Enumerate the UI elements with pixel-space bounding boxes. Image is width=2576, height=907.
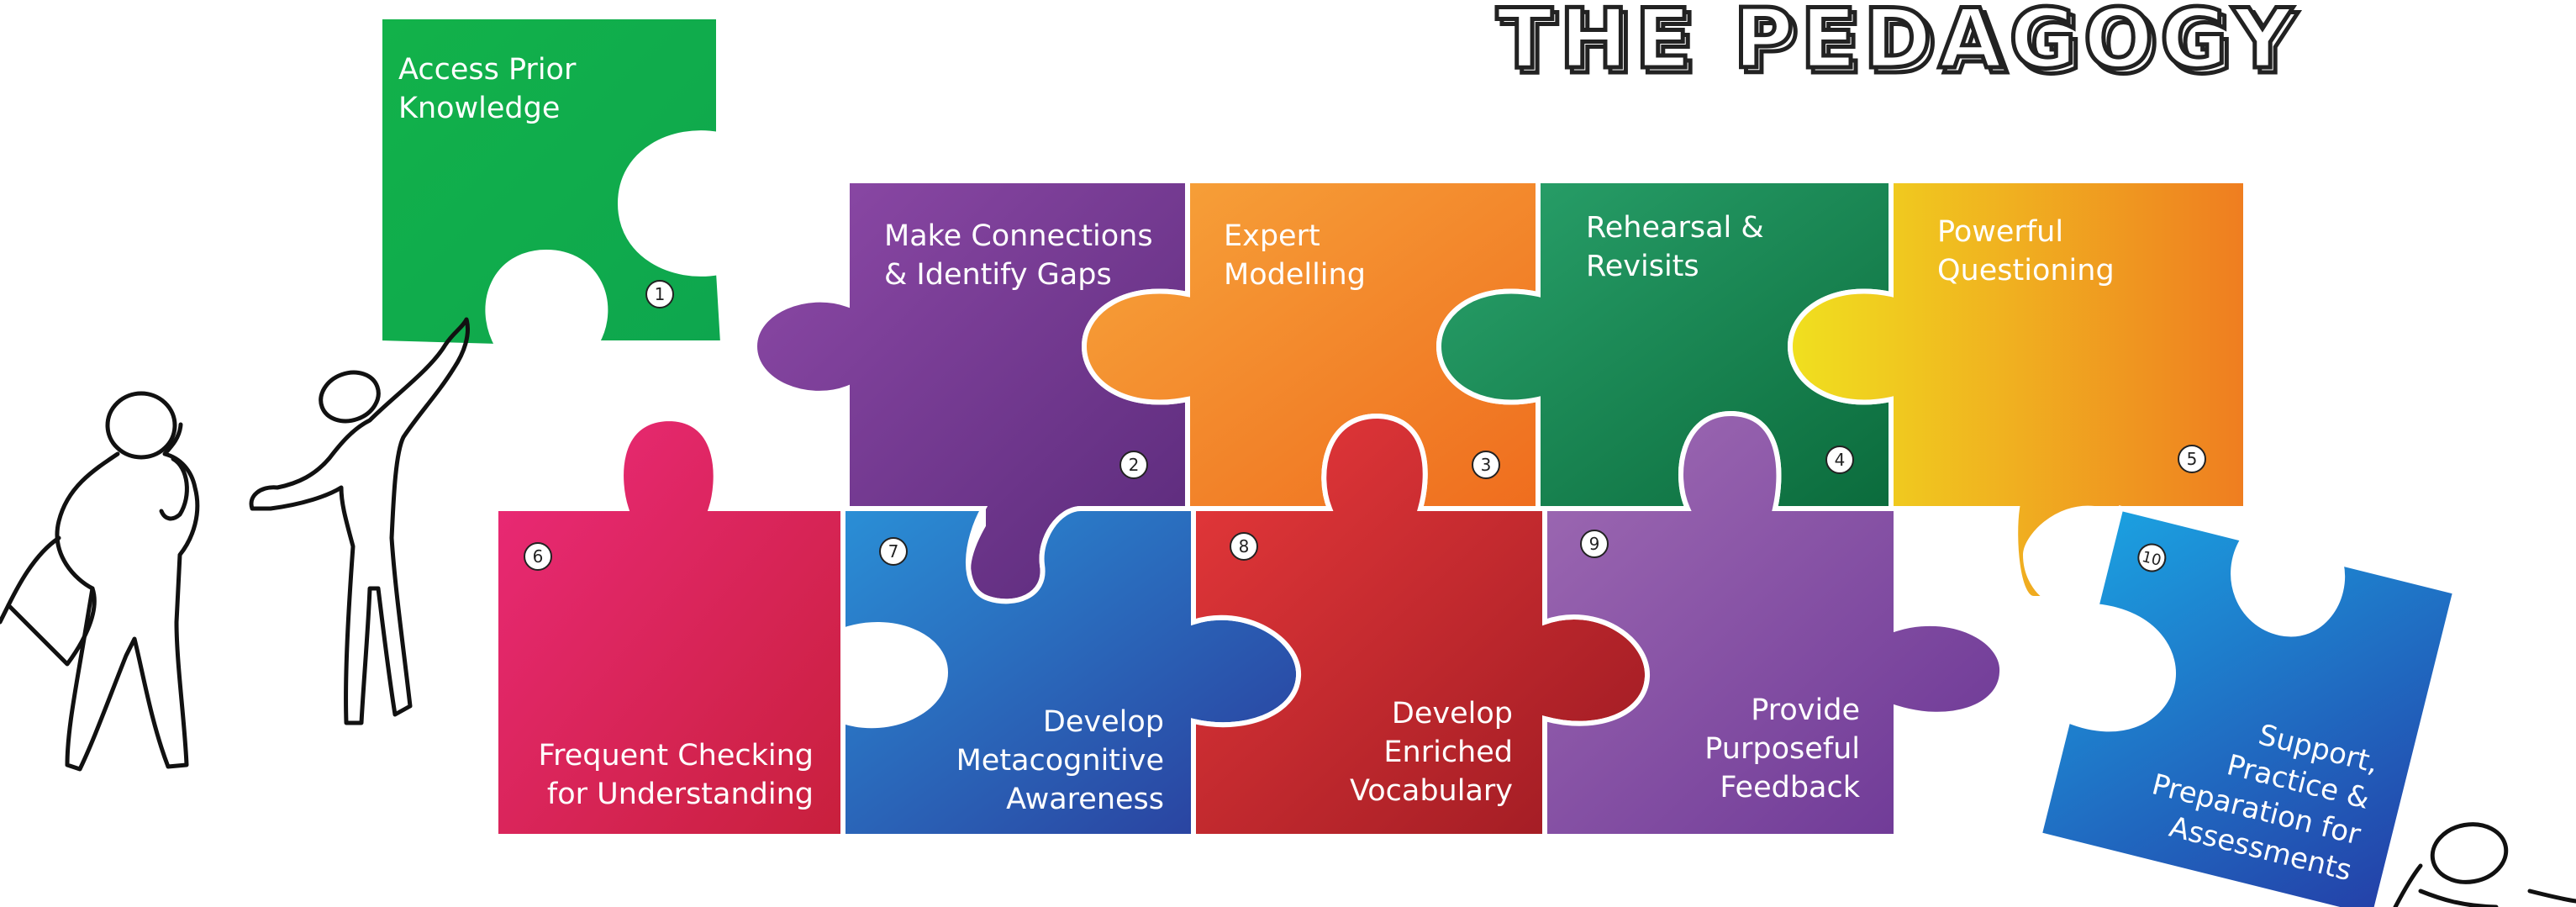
piece-1-line-1: Access Prior (398, 53, 577, 87)
piece-6-number-badge (524, 542, 552, 571)
piece-3-number: 3 (1481, 455, 1492, 475)
puzzle-piece-7: Develop Metacognitive Awareness 7 (840, 506, 1302, 839)
piece-10-number-badge (2137, 543, 2167, 572)
piece-7-number: 7 (888, 541, 899, 562)
piece-6-number: 6 (533, 546, 544, 567)
piece-4-line-1: Rehearsal & (1586, 211, 1764, 245)
puzzle-piece-9: Provide Purposeful Feedback 9 (1542, 410, 2005, 839)
figures-group (0, 317, 2576, 907)
piece-7-line-1: Develop (1043, 705, 1164, 739)
piece-8-number: 8 (1239, 536, 1250, 556)
thinking-person-figure (0, 391, 200, 772)
title-group: THE PEDAGOGY THE PEDAGOGY (1494, 0, 2305, 95)
puzzle-piece-1: Access Prior Knowledge 1 (377, 14, 726, 350)
piece-3-number-badge (1472, 451, 1500, 479)
piece-6-line-2: for Understanding (547, 778, 814, 811)
piece-6-line-1: Frequent Checking (539, 739, 814, 773)
piece-3-line-2: Modelling (1224, 258, 1366, 292)
piece-5-line-1: Powerful (1937, 215, 2063, 249)
piece-3-line-1: Expert (1224, 219, 1320, 253)
piece-9-line-1: Provide (1751, 693, 1860, 727)
piece-8-line-3: Vocabulary (1350, 774, 1513, 808)
piece-8-number-badge (1230, 532, 1258, 561)
piece-7-number-badge (879, 537, 908, 566)
puzzle-piece-10: 10 Support, Practice & Preparation for A… (2036, 505, 2458, 907)
piece-4-number-badge (1825, 446, 1854, 474)
piece-2-line-1: Make Connections (884, 219, 1153, 253)
piece-5-number: 5 (2187, 449, 2198, 469)
puzzle-piece-6: Frequent Checking for Understanding 6 (493, 415, 845, 839)
piece-4-number: 4 (1835, 450, 1846, 470)
page-title: THE PEDAGOGY (1502, 0, 2305, 92)
piece-1-number: 1 (655, 284, 666, 304)
piece-2-line-2: & Identify Gaps (884, 258, 1112, 292)
piece-7-line-2: Metacognitive (956, 744, 1164, 778)
piece-7-line-3: Awareness (1006, 783, 1164, 816)
piece-2-number: 2 (1129, 455, 1140, 475)
piece-2-number-badge (1119, 451, 1148, 479)
corner-person-figure (2393, 822, 2576, 907)
piece-9-line-3: Feedback (1720, 771, 1860, 804)
piece-1-number-badge (645, 280, 674, 308)
piece-5-line-2: Questioning (1937, 254, 2115, 287)
piece-9-number: 9 (1589, 534, 1600, 554)
piece-9-number-badge (1580, 530, 1609, 558)
piece-1-line-2: Knowledge (398, 92, 560, 125)
piece-8-line-1: Develop (1392, 697, 1513, 730)
piece-4-line-2: Revisits (1586, 250, 1699, 283)
piece-9-line-2: Purposeful (1704, 732, 1860, 766)
reaching-person-figure (249, 317, 470, 725)
puzzle-piece-5: Powerful Questioning 5 (1787, 178, 2248, 601)
piece-5-number-badge (2178, 445, 2206, 473)
piece-8-line-2: Enriched (1383, 736, 1513, 769)
page-title-front: THE PEDAGOGY (1497, 0, 2299, 87)
